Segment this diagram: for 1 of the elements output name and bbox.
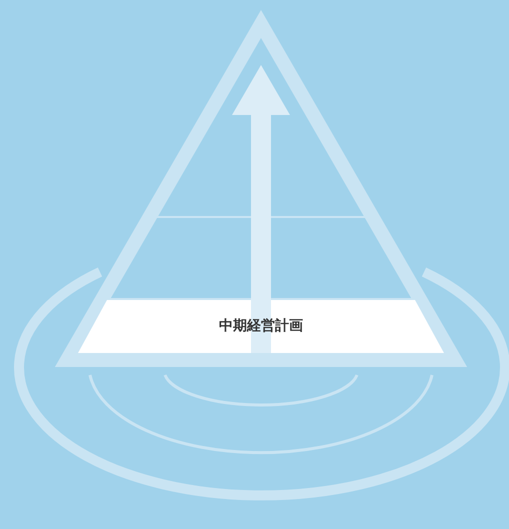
band-label: 中期経営計画 [218,317,304,335]
